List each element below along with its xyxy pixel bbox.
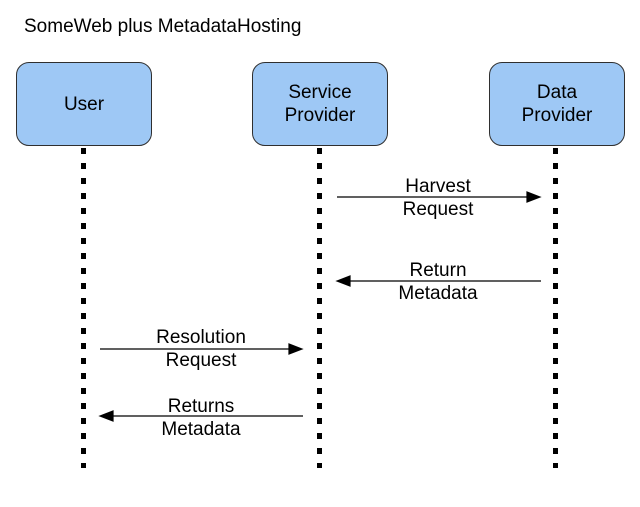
actor-service-provider-label-line1: Service (288, 82, 352, 103)
returns-metadata-line1: Returns (167, 396, 235, 417)
actor-data-provider-label-line1: Data (536, 82, 578, 103)
actor-service-provider-label-line2: Provider (284, 105, 356, 126)
returns-metadata-arrowhead (98, 410, 114, 422)
returns-metadata-line2: Metadata (161, 419, 241, 440)
harvest-request-line1: Harvest (405, 176, 471, 197)
diagram-title: SomeWeb plus MetadataHosting (24, 16, 302, 37)
actor-user: User (16, 62, 152, 146)
resolution-request-arrowhead (288, 343, 304, 355)
resolution-request-line2: Request (165, 350, 237, 371)
resolution-request-line1: Resolution (156, 327, 246, 348)
message-resolution-request: Resolution Request (141, 326, 261, 372)
return-metadata-line1: Return (409, 260, 467, 281)
message-return-metadata: Return Metadata (378, 259, 498, 305)
actor-data-provider-label-line2: Provider (521, 105, 593, 126)
actor-user-label: User (63, 93, 105, 115)
message-harvest-request: Harvest Request (378, 175, 498, 221)
return-metadata-arrowhead (335, 275, 351, 287)
harvest-request-arrowhead (526, 191, 542, 203)
harvest-request-line2: Request (402, 199, 474, 220)
lifeline-data-provider (553, 148, 558, 468)
actor-data-provider: Data Provider (489, 62, 625, 146)
lifeline-user (81, 148, 86, 468)
message-returns-metadata: Returns Metadata (141, 395, 261, 441)
return-metadata-line2: Metadata (398, 283, 478, 304)
actor-service-provider: Service Provider (252, 62, 388, 146)
lifeline-service-provider (317, 148, 322, 468)
